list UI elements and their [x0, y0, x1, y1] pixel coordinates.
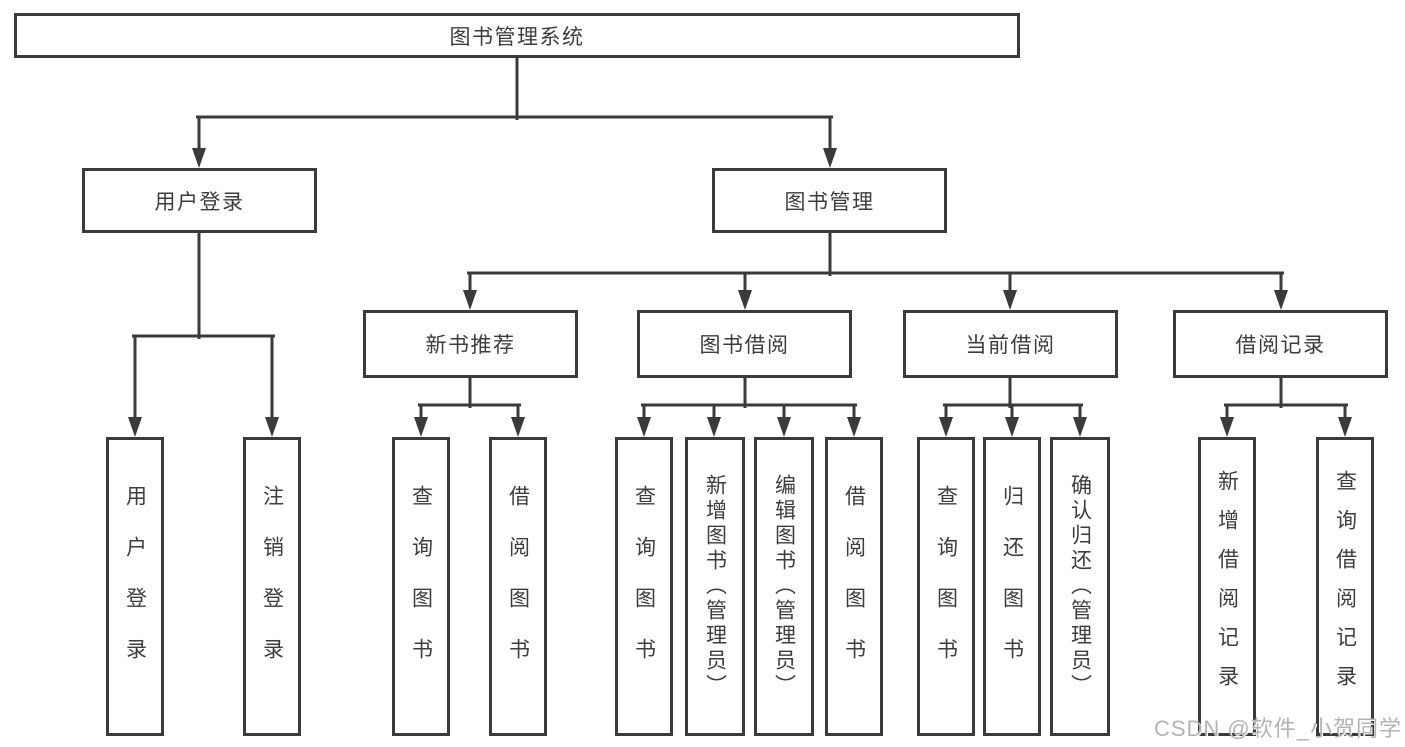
node-borrowing-edit-books-admin: 编辑图书（管理员） — [754, 437, 814, 736]
node-user-login-module: 用户登录 — [82, 168, 317, 233]
node-book-management-module: 图书管理 — [712, 168, 947, 233]
node-borrowing-records: 借阅记录 — [1173, 310, 1388, 378]
node-logout: 注销登录 — [243, 437, 301, 736]
node-borrowing-add-books-admin: 新增图书（管理员） — [685, 437, 745, 736]
node-current-return-books: 归还图书 — [983, 437, 1041, 736]
node-borrowing-borrow-books: 借阅图书 — [825, 437, 883, 736]
node-recommend-query-books: 查询图书 — [392, 437, 450, 736]
node-user-login: 用户登录 — [106, 437, 164, 736]
node-borrowing-query-books: 查询图书 — [615, 437, 673, 736]
arrowheads — [128, 148, 1352, 437]
csdn-watermark: CSDN @软件_小贺同学 — [1153, 716, 1402, 741]
node-records-query-record: 查询借阅记录 — [1316, 437, 1374, 736]
node-current-borrowing: 当前借阅 — [903, 310, 1118, 378]
node-records-add-record: 新增借阅记录 — [1198, 437, 1256, 736]
node-current-query-books: 查询图书 — [917, 437, 975, 736]
node-recommend-borrow-books: 借阅图书 — [489, 437, 547, 736]
node-current-confirm-return-admin: 确认归还（管理员） — [1050, 437, 1110, 736]
node-book-borrowing: 图书借阅 — [637, 310, 852, 378]
node-root-system: 图书管理系统 — [14, 13, 1020, 58]
node-new-book-recommend: 新书推荐 — [363, 310, 578, 378]
